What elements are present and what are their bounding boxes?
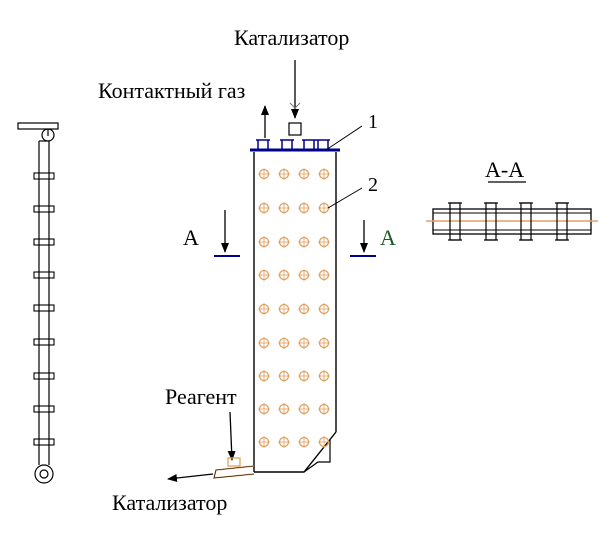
nozzle	[278, 370, 290, 382]
nozzle	[318, 403, 330, 415]
nozzle	[298, 202, 310, 214]
reagent-inlet	[227, 411, 241, 467]
section-view-aa	[426, 181, 598, 241]
top-nozzles	[256, 139, 330, 150]
nozzle	[278, 269, 290, 281]
label-section-left: А	[183, 225, 199, 250]
label-catalyst-out: Катализатор	[112, 490, 227, 515]
nozzle	[298, 269, 310, 281]
nozzle	[258, 436, 270, 448]
nozzle	[258, 236, 270, 248]
catalyst-outlet-pipe	[167, 465, 255, 482]
nozzle	[258, 337, 270, 349]
label-section-right: А	[380, 225, 396, 250]
nozzle	[278, 303, 290, 315]
tube-band	[33, 438, 55, 446]
label-reagent: Реагент	[165, 384, 237, 409]
nozzle	[278, 403, 290, 415]
tube-band	[33, 405, 55, 413]
nozzle	[298, 337, 310, 349]
nozzle-grid	[258, 168, 330, 448]
nozzle	[318, 370, 330, 382]
nozzle	[318, 436, 330, 448]
nozzle	[318, 168, 330, 180]
feeder-tube-side-view	[17, 122, 59, 484]
nozzle	[298, 236, 310, 248]
tube-band	[33, 271, 55, 279]
section-mark-right	[350, 220, 376, 257]
nozzle	[258, 202, 270, 214]
label-catalyst-in: Катализатор	[234, 25, 349, 50]
nozzle	[318, 337, 330, 349]
nozzle	[298, 436, 310, 448]
nozzle	[258, 403, 270, 415]
nozzle	[318, 236, 330, 248]
leader-1	[325, 125, 363, 151]
tube-band	[33, 338, 55, 346]
callout-1: 1	[368, 111, 378, 133]
nozzle	[298, 403, 310, 415]
label-contact-gas: Контактный газ	[98, 78, 245, 103]
nozzle	[258, 303, 270, 315]
nozzle	[278, 168, 290, 180]
nozzle	[278, 337, 290, 349]
nozzle	[318, 303, 330, 315]
nozzle	[278, 236, 290, 248]
nozzle	[318, 269, 330, 281]
tube-band	[33, 304, 55, 312]
nozzle	[278, 202, 290, 214]
label-section-view-title: А-А	[485, 157, 524, 182]
tube-band	[33, 172, 55, 180]
leader-2	[327, 187, 363, 209]
callout-2: 2	[368, 174, 378, 196]
tube-band	[33, 205, 55, 213]
nozzle	[278, 436, 290, 448]
nozzle	[258, 269, 270, 281]
nozzle	[298, 370, 310, 382]
reactor-body	[250, 60, 340, 473]
tube-band	[33, 238, 55, 246]
section-mark-left	[214, 210, 240, 257]
nozzle	[298, 303, 310, 315]
nozzle	[298, 168, 310, 180]
nozzle	[258, 370, 270, 382]
tube-band	[33, 372, 55, 380]
nozzle	[258, 168, 270, 180]
